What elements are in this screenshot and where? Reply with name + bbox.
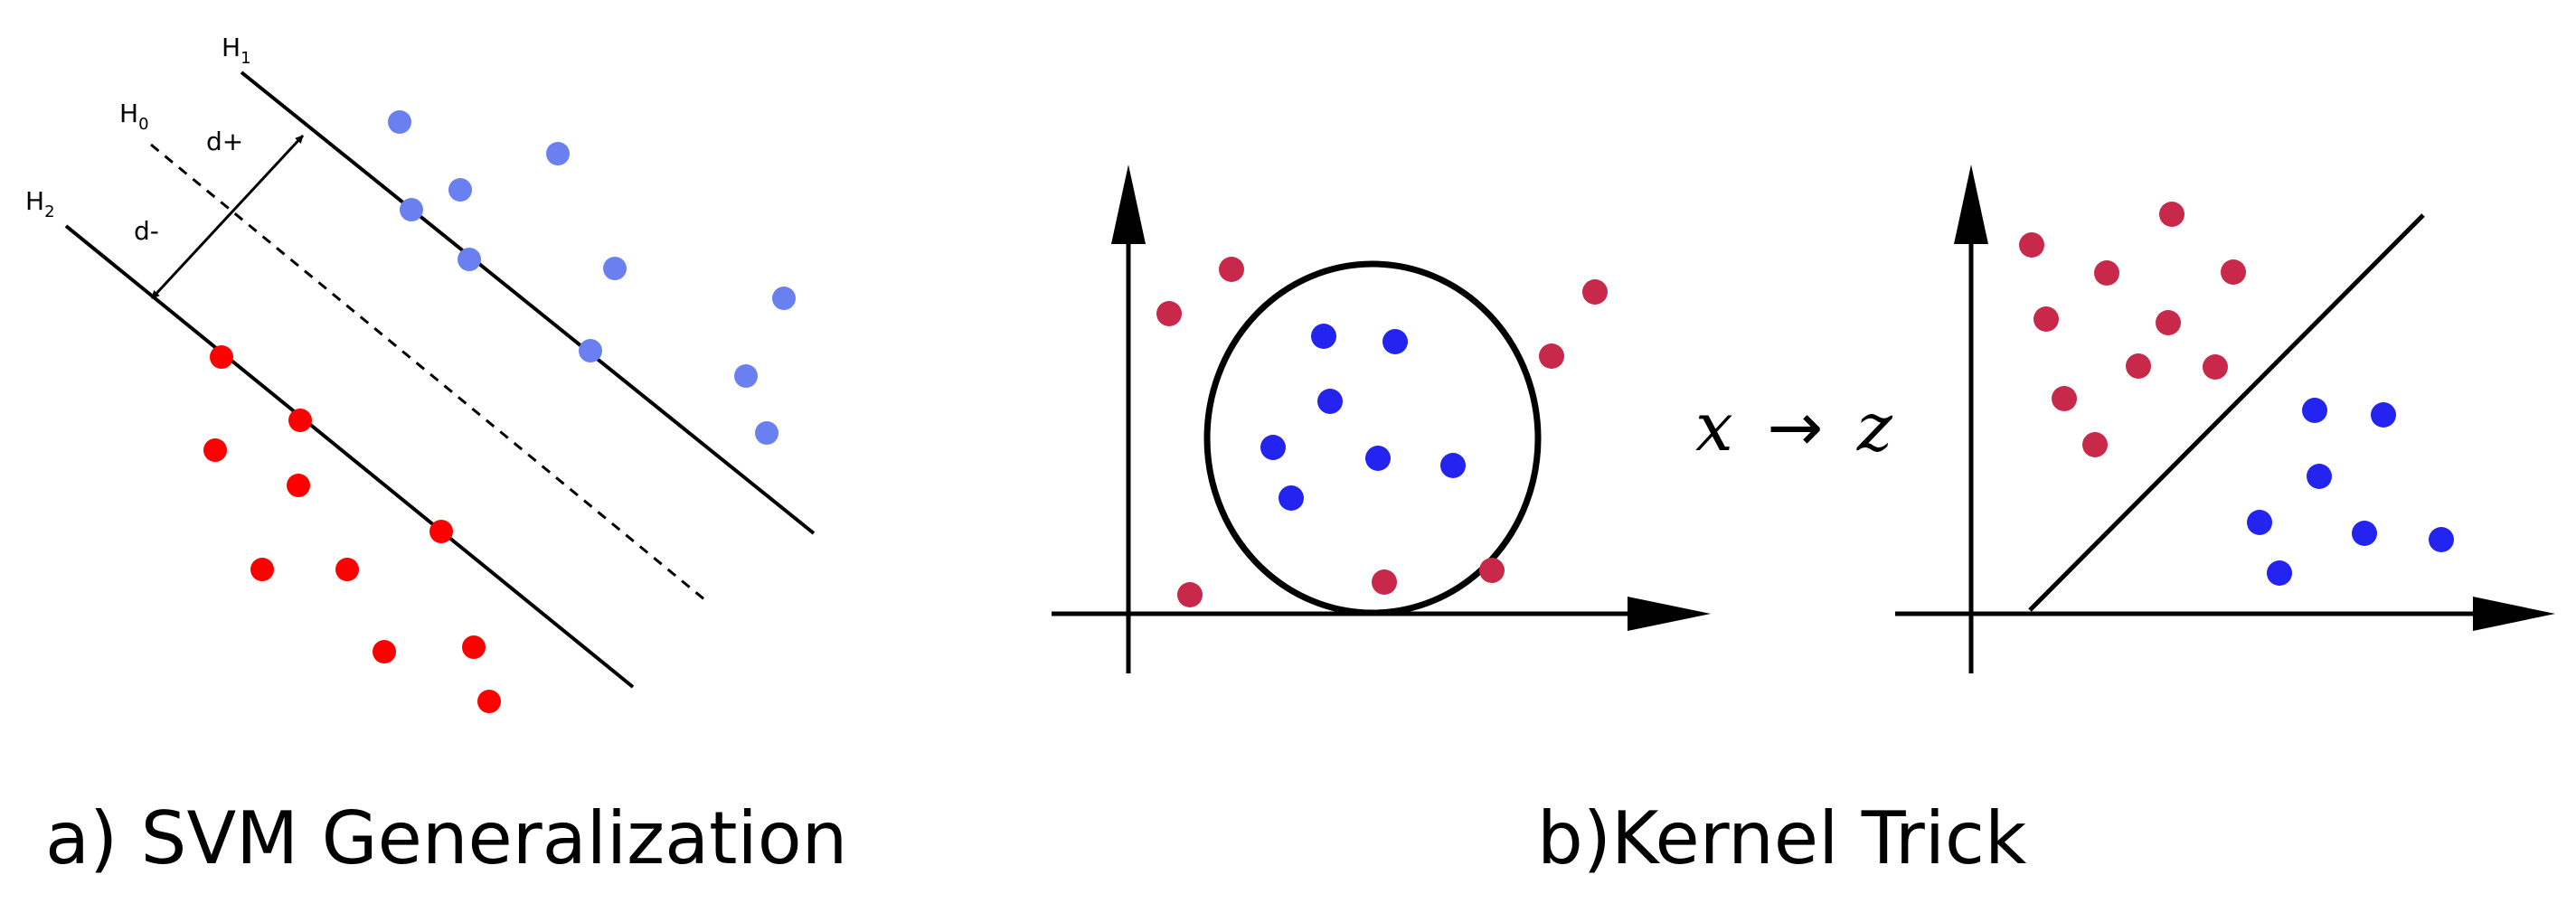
data-point — [250, 558, 274, 581]
data-point — [1440, 453, 1466, 478]
circular-decision-boundary — [1203, 260, 1542, 616]
data-point — [579, 339, 602, 362]
hyperplane-h1 — [240, 71, 816, 535]
data-point — [2019, 232, 2044, 258]
data-point — [2429, 527, 2454, 552]
left-x-axis-arrowhead — [1628, 597, 1711, 631]
data-point — [2352, 521, 2377, 546]
left-inner-points — [1260, 324, 1466, 511]
hyperplane-h0-dashed — [150, 143, 711, 606]
mapping-z: z — [1856, 389, 1893, 466]
data-point — [1260, 435, 1286, 460]
margin-arrow — [150, 134, 305, 300]
data-point — [203, 438, 227, 462]
mapping-x: x — [1695, 389, 1733, 466]
data-point — [462, 635, 486, 659]
data-point — [1219, 257, 1244, 282]
right-upper-points — [2019, 202, 2246, 457]
hyperplane-h2 — [64, 224, 635, 689]
data-point — [2082, 432, 2108, 457]
left-outer-points — [1156, 257, 1608, 607]
data-point — [2371, 402, 2396, 428]
linear-decision-boundary — [2028, 213, 2425, 612]
data-point — [1311, 324, 1336, 349]
class-a-points — [203, 345, 501, 713]
mapping-arrow: → — [1767, 389, 1823, 466]
panel-a-caption: a) SVM Generalization — [45, 796, 847, 880]
data-point — [2159, 202, 2184, 227]
data-point — [388, 110, 411, 134]
data-point — [2156, 310, 2181, 335]
h1-label: H1 — [222, 33, 251, 68]
data-point — [400, 198, 423, 221]
right-y-axis-arrowhead — [1954, 165, 1988, 244]
data-point — [335, 558, 359, 581]
data-point — [1317, 389, 1343, 414]
data-point — [2267, 560, 2292, 586]
panel-b-caption: b)Kernel Trick — [1537, 796, 2027, 880]
data-point — [2221, 259, 2246, 285]
data-point — [458, 248, 481, 271]
data-point — [1479, 558, 1505, 583]
right-x-axis-arrowhead — [2473, 597, 2555, 631]
data-point — [2052, 386, 2077, 411]
h2-label: H2 — [25, 186, 55, 221]
data-point — [603, 257, 627, 280]
data-point — [210, 345, 233, 369]
data-point — [1365, 446, 1391, 471]
h0-label: H0 — [119, 99, 149, 134]
data-point — [287, 474, 310, 497]
data-point — [1382, 329, 1408, 354]
data-point — [2307, 464, 2332, 489]
data-point — [1582, 279, 1608, 305]
data-point — [2033, 306, 2059, 332]
mapping-label: x → z — [1695, 389, 1893, 466]
data-point — [373, 640, 396, 663]
data-point — [755, 421, 778, 445]
data-point — [1279, 485, 1304, 511]
data-point — [2094, 260, 2119, 286]
data-point — [1177, 582, 1203, 607]
d-plus-label: d+ — [206, 127, 243, 156]
data-point — [448, 178, 472, 202]
data-point — [2126, 353, 2151, 379]
data-point — [2247, 510, 2272, 535]
data-point — [546, 142, 570, 165]
data-point — [2302, 398, 2327, 423]
left-plot — [1052, 165, 1711, 673]
data-point — [772, 287, 796, 310]
d-minus-label: d- — [134, 216, 159, 246]
data-point — [477, 690, 501, 713]
data-point — [2203, 354, 2228, 380]
right-plot — [1895, 165, 2555, 673]
panel-a-svm-generalization: H1 H0 H2 d+ d- — [25, 33, 847, 880]
panel-b-kernel-trick: x → z — [1052, 165, 2555, 880]
data-point — [429, 520, 453, 543]
right-lower-points — [2247, 398, 2454, 586]
left-y-axis-arrowhead — [1111, 165, 1146, 244]
data-point — [1372, 569, 1397, 595]
data-point — [1539, 343, 1564, 369]
data-point — [288, 409, 312, 432]
data-point — [734, 364, 758, 388]
class-b-points — [388, 110, 796, 445]
data-point — [1156, 301, 1182, 326]
